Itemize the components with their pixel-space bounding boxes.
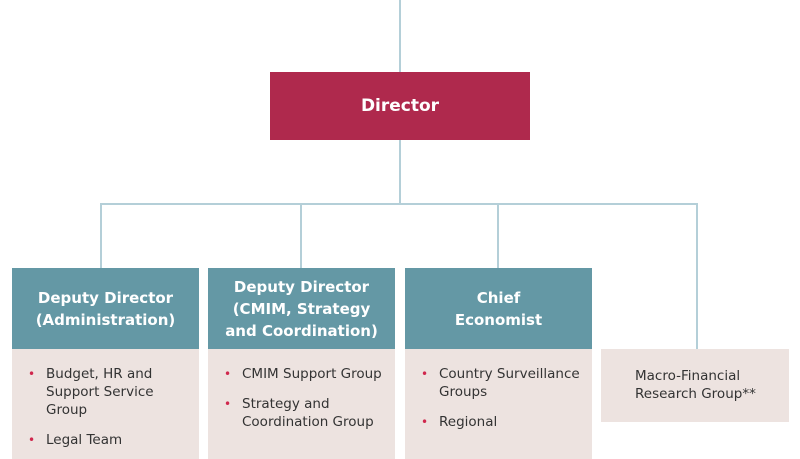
connector-top (399, 0, 401, 72)
unit-title: Chief Economist (454, 288, 543, 329)
director-label: Director (360, 96, 440, 116)
connector-col4 (696, 203, 698, 349)
unit-title: Deputy Director (CMIM, Strategy and Coor… (225, 277, 378, 340)
bullet-icon: • (28, 433, 36, 447)
director-box: Director (270, 72, 530, 140)
unit-chief-economist: Chief Economist •Country Surveillance Gr… (405, 268, 592, 459)
bullet-icon: • (421, 367, 429, 381)
unit-body: •Budget, HR and Support Service Group •L… (12, 349, 199, 459)
list-item: •Regional (421, 414, 498, 430)
connector-col3 (497, 203, 499, 268)
unit-body: •CMIM Support Group •Strategy and Coordi… (208, 349, 395, 459)
unit-title: Deputy Director (Administration) (35, 288, 176, 329)
unit-header: Deputy Director (CMIM, Strategy and Coor… (208, 268, 395, 349)
list-item: •Country Surveillance Groups (421, 366, 580, 400)
connector-col2 (300, 203, 302, 268)
list-item: •Budget, HR and Support Service Group (28, 366, 154, 418)
standalone-label: Macro-Financial Research Group** (635, 368, 756, 402)
macro-financial-research-group-box: Macro-Financial Research Group** (601, 349, 789, 422)
list-item: •Legal Team (28, 432, 123, 448)
unit-header: Chief Economist (405, 268, 592, 349)
unit-deputy-director-administration: Deputy Director (Administration) •Budget… (12, 268, 199, 459)
unit-header: Deputy Director (Administration) (12, 268, 199, 349)
list-item: •CMIM Support Group (224, 366, 382, 382)
connector-col1 (100, 203, 102, 268)
unit-body: •Country Surveillance Groups •Regional (405, 349, 592, 459)
bullet-icon: • (28, 367, 36, 381)
bullet-icon: • (224, 397, 232, 411)
unit-deputy-director-cmim: Deputy Director (CMIM, Strategy and Coor… (208, 268, 395, 459)
list-item: •Strategy and Coordination Group (224, 396, 374, 430)
bullet-icon: • (224, 367, 232, 381)
bullet-icon: • (421, 415, 429, 429)
connector-director-down (399, 140, 401, 204)
connector-horizontal (100, 203, 698, 205)
